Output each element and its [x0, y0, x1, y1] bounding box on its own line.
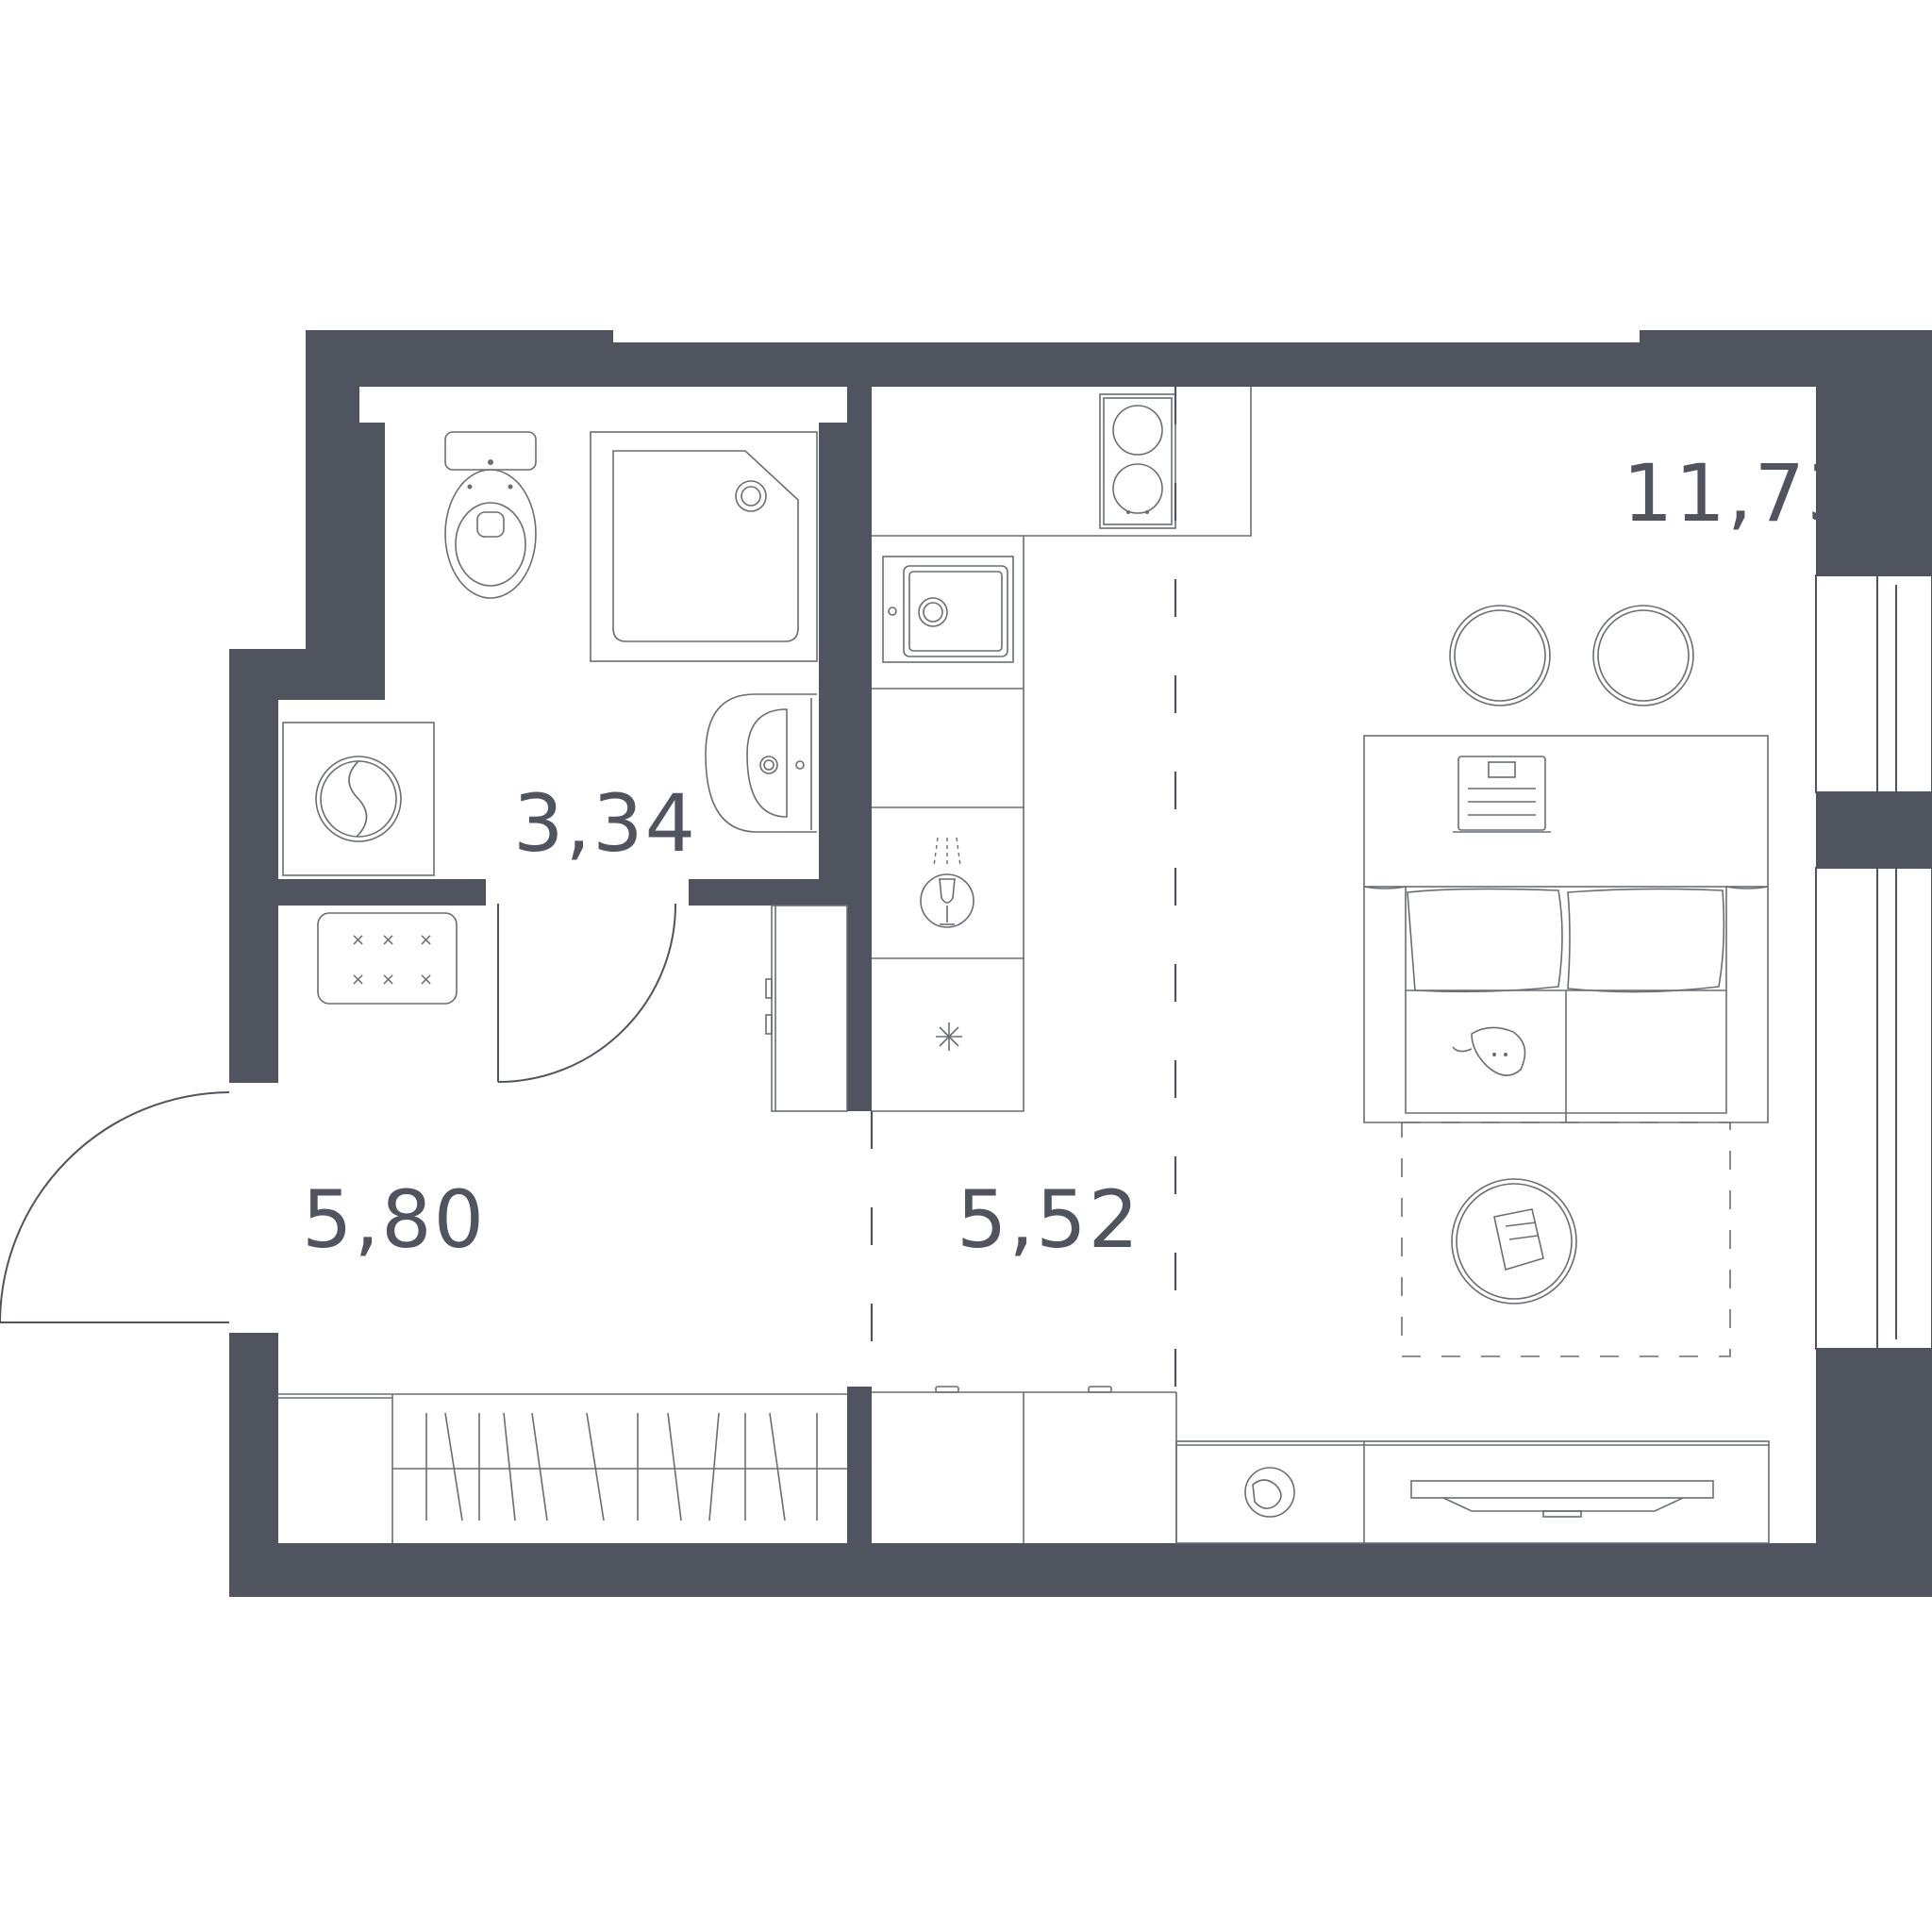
- bathroom-door: [497, 903, 677, 1083]
- washing-machine-icon: [282, 722, 435, 876]
- sofa-icon: [1363, 886, 1769, 1123]
- kitchen-area-label: 5,52: [957, 1173, 1141, 1266]
- svg-text:×: ×: [351, 930, 365, 950]
- window: [1815, 574, 1932, 1350]
- svg-text:×: ×: [351, 970, 365, 989]
- rug-icon: × × × × × ×: [317, 912, 458, 1005]
- kitchen-base-cabinets: [872, 1386, 1177, 1543]
- entrance-door: [0, 1091, 230, 1323]
- oven-icon: [920, 837, 974, 928]
- svg-text:×: ×: [419, 930, 433, 950]
- tv-stand: [1175, 1440, 1770, 1544]
- wardrobe: [278, 1393, 847, 1543]
- desk: [1363, 735, 1769, 888]
- walls: [229, 330, 1932, 1597]
- tv-icon: [1410, 1480, 1714, 1518]
- tall-cabinet: [765, 905, 848, 1112]
- kitchen-sink-icon: [882, 556, 1014, 663]
- coffee-table-icon: [1451, 1178, 1577, 1305]
- hob-icon: [1099, 393, 1176, 529]
- shower-tray-icon: [590, 431, 818, 662]
- svg-text:×: ×: [381, 930, 395, 950]
- fridge-icon: [936, 1022, 962, 1051]
- svg-text:×: ×: [381, 970, 395, 989]
- bathroom-area-label: 3,34: [513, 777, 697, 870]
- cat-icon: [1452, 1026, 1526, 1076]
- rug-dashed: [1401, 1122, 1731, 1357]
- svg-text:×: ×: [419, 970, 433, 989]
- kitchen-counter: [872, 387, 1252, 1112]
- laptop-icon: [1453, 756, 1551, 833]
- plant-icon: [1244, 1467, 1295, 1518]
- toilet-icon: [444, 431, 537, 599]
- hallway-area-label: 5,80: [302, 1173, 486, 1266]
- stools: [1449, 605, 1694, 706]
- sink-icon: [705, 693, 817, 833]
- living-area-label: 11,73: [1623, 447, 1858, 540]
